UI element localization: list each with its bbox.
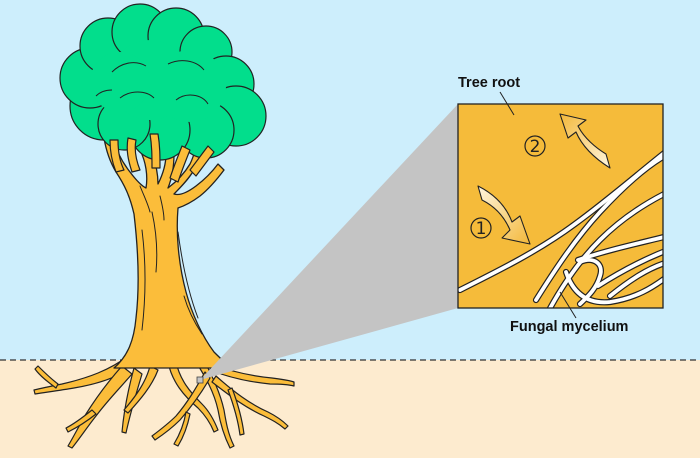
canopy-detail-lines xyxy=(95,60,209,105)
step-one-number: 1 xyxy=(476,219,487,239)
tree-branches xyxy=(109,133,215,183)
tree-roots xyxy=(33,355,295,449)
fungal-mycelium-label: Fungal mycelium xyxy=(510,319,628,335)
zoom-origin-marker xyxy=(196,376,204,384)
step-two-number: 2 xyxy=(530,137,541,157)
inset-frame xyxy=(457,103,664,309)
zoom-cone xyxy=(200,104,458,380)
fungal-hyphae xyxy=(458,150,663,308)
tree-root-label: Tree root xyxy=(458,75,520,91)
tree-canopy xyxy=(59,3,267,161)
trunk-bark-lines xyxy=(139,185,203,335)
fungal-mycelium-leader xyxy=(559,291,577,319)
circled-digit-two-icon: 2 xyxy=(524,135,546,157)
curved-arrow-icon xyxy=(477,185,531,245)
tree-root-leader xyxy=(499,91,515,116)
curved-arrow-icon xyxy=(559,113,611,169)
circled-digit-one-icon: 1 xyxy=(470,217,492,239)
